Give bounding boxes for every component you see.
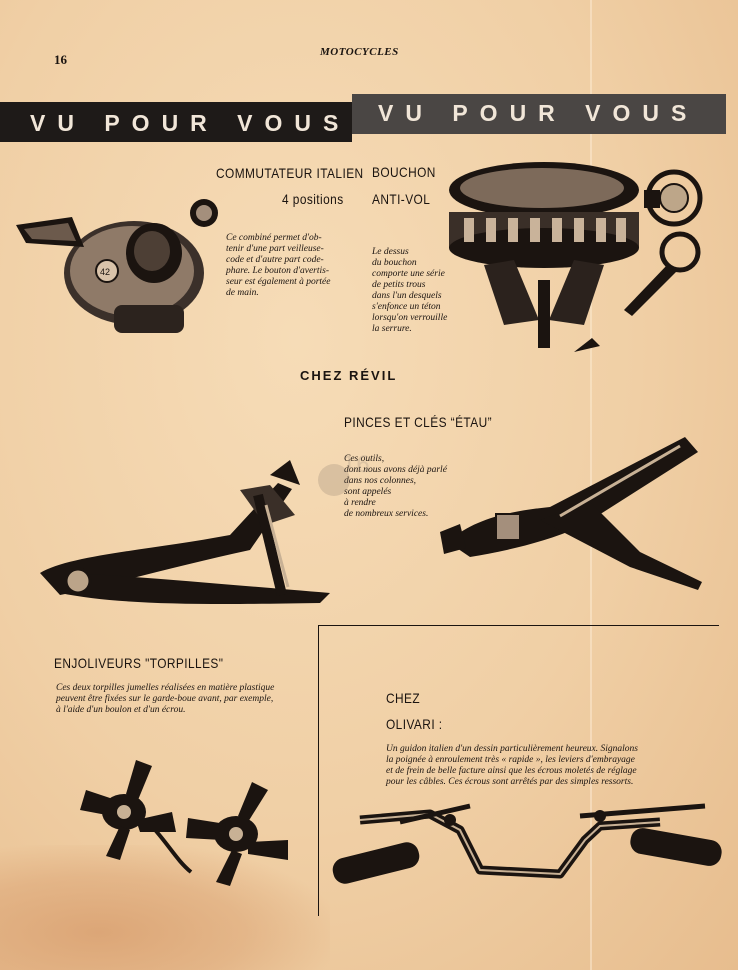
banner-left-text: VU POUR VOUS bbox=[30, 110, 351, 136]
commutateur-caption: Ce combiné permet d'ob-tenir d'une part … bbox=[226, 233, 331, 298]
cap-illustration bbox=[449, 162, 703, 352]
banner-right: VU POUR VOUS bbox=[352, 94, 726, 134]
bouchon-subtitle: ANTI-VOL bbox=[372, 191, 431, 207]
enjoliveurs-title: ENJOLIVEURS "TORPILLES" bbox=[54, 655, 224, 671]
revil-caption: Ces outils,dont nous avons déjà parlé da… bbox=[344, 454, 447, 519]
olivari-caption: Un guidon italien d'un dessin particuliè… bbox=[386, 744, 638, 787]
olivari-box bbox=[318, 625, 719, 916]
wrench-illustration bbox=[440, 437, 702, 590]
bouchon-title: BOUCHON bbox=[372, 164, 436, 180]
torpedo-ornaments-illustration bbox=[80, 760, 288, 886]
paper-stain bbox=[0, 845, 330, 970]
switch-dial-label: 42 bbox=[100, 267, 110, 277]
page-number: 16 bbox=[54, 52, 67, 67]
handlebar-illustration bbox=[332, 803, 722, 884]
olivari-heading: CHEZ bbox=[386, 690, 421, 706]
pliers-illustration bbox=[40, 460, 330, 604]
revil-heading: CHEZ RÉVIL bbox=[300, 368, 398, 383]
switch-illustration: 42 bbox=[16, 199, 218, 333]
enjoliveurs-caption: Ces deux torpilles jumelles réalisées en… bbox=[56, 683, 275, 715]
watermark-logo: 16 bbox=[318, 453, 370, 496]
revil-title: PINCES ET CLÉS “ÉTAU” bbox=[344, 414, 493, 430]
svg-text:16: 16 bbox=[342, 453, 370, 478]
banner-left: VU POUR VOUS bbox=[0, 102, 352, 142]
banner-right-text: VU POUR VOUS bbox=[378, 100, 699, 126]
paper-fold bbox=[590, 0, 592, 970]
olivari-subheading: OLIVARI : bbox=[386, 716, 443, 732]
commutateur-subtitle: 4 positions bbox=[282, 191, 344, 207]
magazine-title: MOTOCYCLES bbox=[320, 46, 399, 58]
commutateur-title: COMMUTATEUR ITALIEN bbox=[216, 165, 364, 181]
